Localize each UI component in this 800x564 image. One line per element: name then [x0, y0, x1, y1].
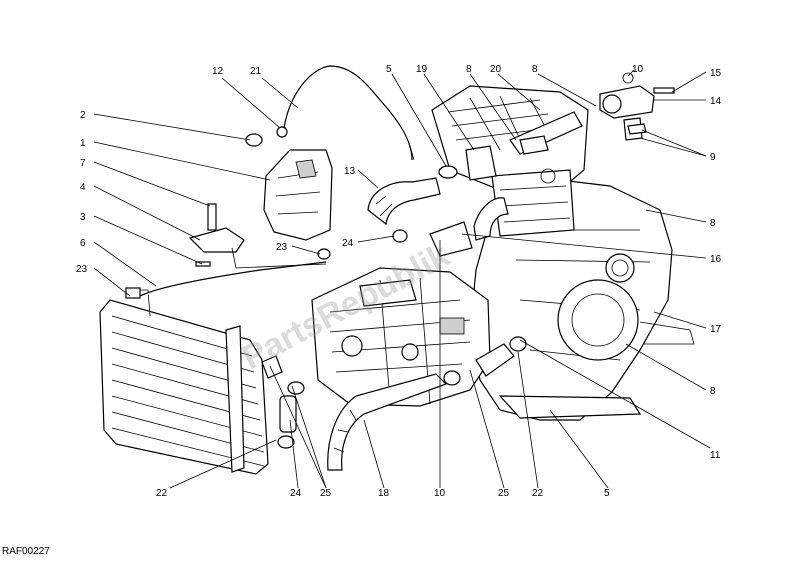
callout-5-bottom: 5: [604, 488, 610, 499]
callout-4: 4: [80, 182, 86, 193]
callout-15: 15: [710, 68, 722, 79]
hoses-and-fittings: [139, 65, 675, 471]
callout-20: 20: [490, 64, 502, 75]
callout-9: 9: [710, 152, 716, 163]
callout-7: 7: [80, 158, 86, 169]
callout-22-bottom: 22: [532, 488, 544, 499]
callout-14: 14: [710, 96, 722, 107]
callout-19: 19: [416, 64, 428, 75]
callout-25-bottom-left: 25: [320, 488, 332, 499]
callout-22-bottom-left: 22: [156, 488, 168, 499]
callout-labels: 12 21 2 1 7 4 3 6 23 5 19 8 20 8 10 15 1…: [76, 64, 722, 499]
callout-10-top: 10: [632, 64, 644, 75]
callout-23-mid: 23: [276, 242, 288, 253]
callout-8-lower-right: 8: [710, 386, 716, 397]
callout-10-bottom: 10: [434, 488, 446, 499]
callout-25-bottom: 25: [498, 488, 510, 499]
callout-21: 21: [250, 66, 262, 77]
callout-23-left: 23: [76, 264, 88, 275]
callout-5-top: 5: [386, 64, 392, 75]
callout-2: 2: [80, 110, 86, 121]
leader-lines: [93, 69, 711, 489]
callout-12: 12: [212, 66, 224, 77]
callout-16: 16: [710, 254, 722, 265]
radiator: [99, 287, 269, 475]
callout-8-top: 8: [466, 64, 472, 75]
callout-24-bottom: 24: [290, 488, 302, 499]
callout-17: 17: [710, 324, 722, 335]
callout-3: 3: [80, 212, 86, 223]
callout-18: 18: [378, 488, 390, 499]
diagram-reference-code: RAF00227: [2, 546, 50, 557]
callout-24-mid: 24: [342, 238, 354, 249]
callout-13: 13: [344, 166, 356, 177]
callout-8-right: 8: [710, 218, 716, 229]
callout-1: 1: [80, 138, 86, 149]
callout-11: 11: [710, 450, 721, 461]
callout-6: 6: [80, 238, 86, 249]
callout-8-top-right: 8: [532, 64, 538, 75]
